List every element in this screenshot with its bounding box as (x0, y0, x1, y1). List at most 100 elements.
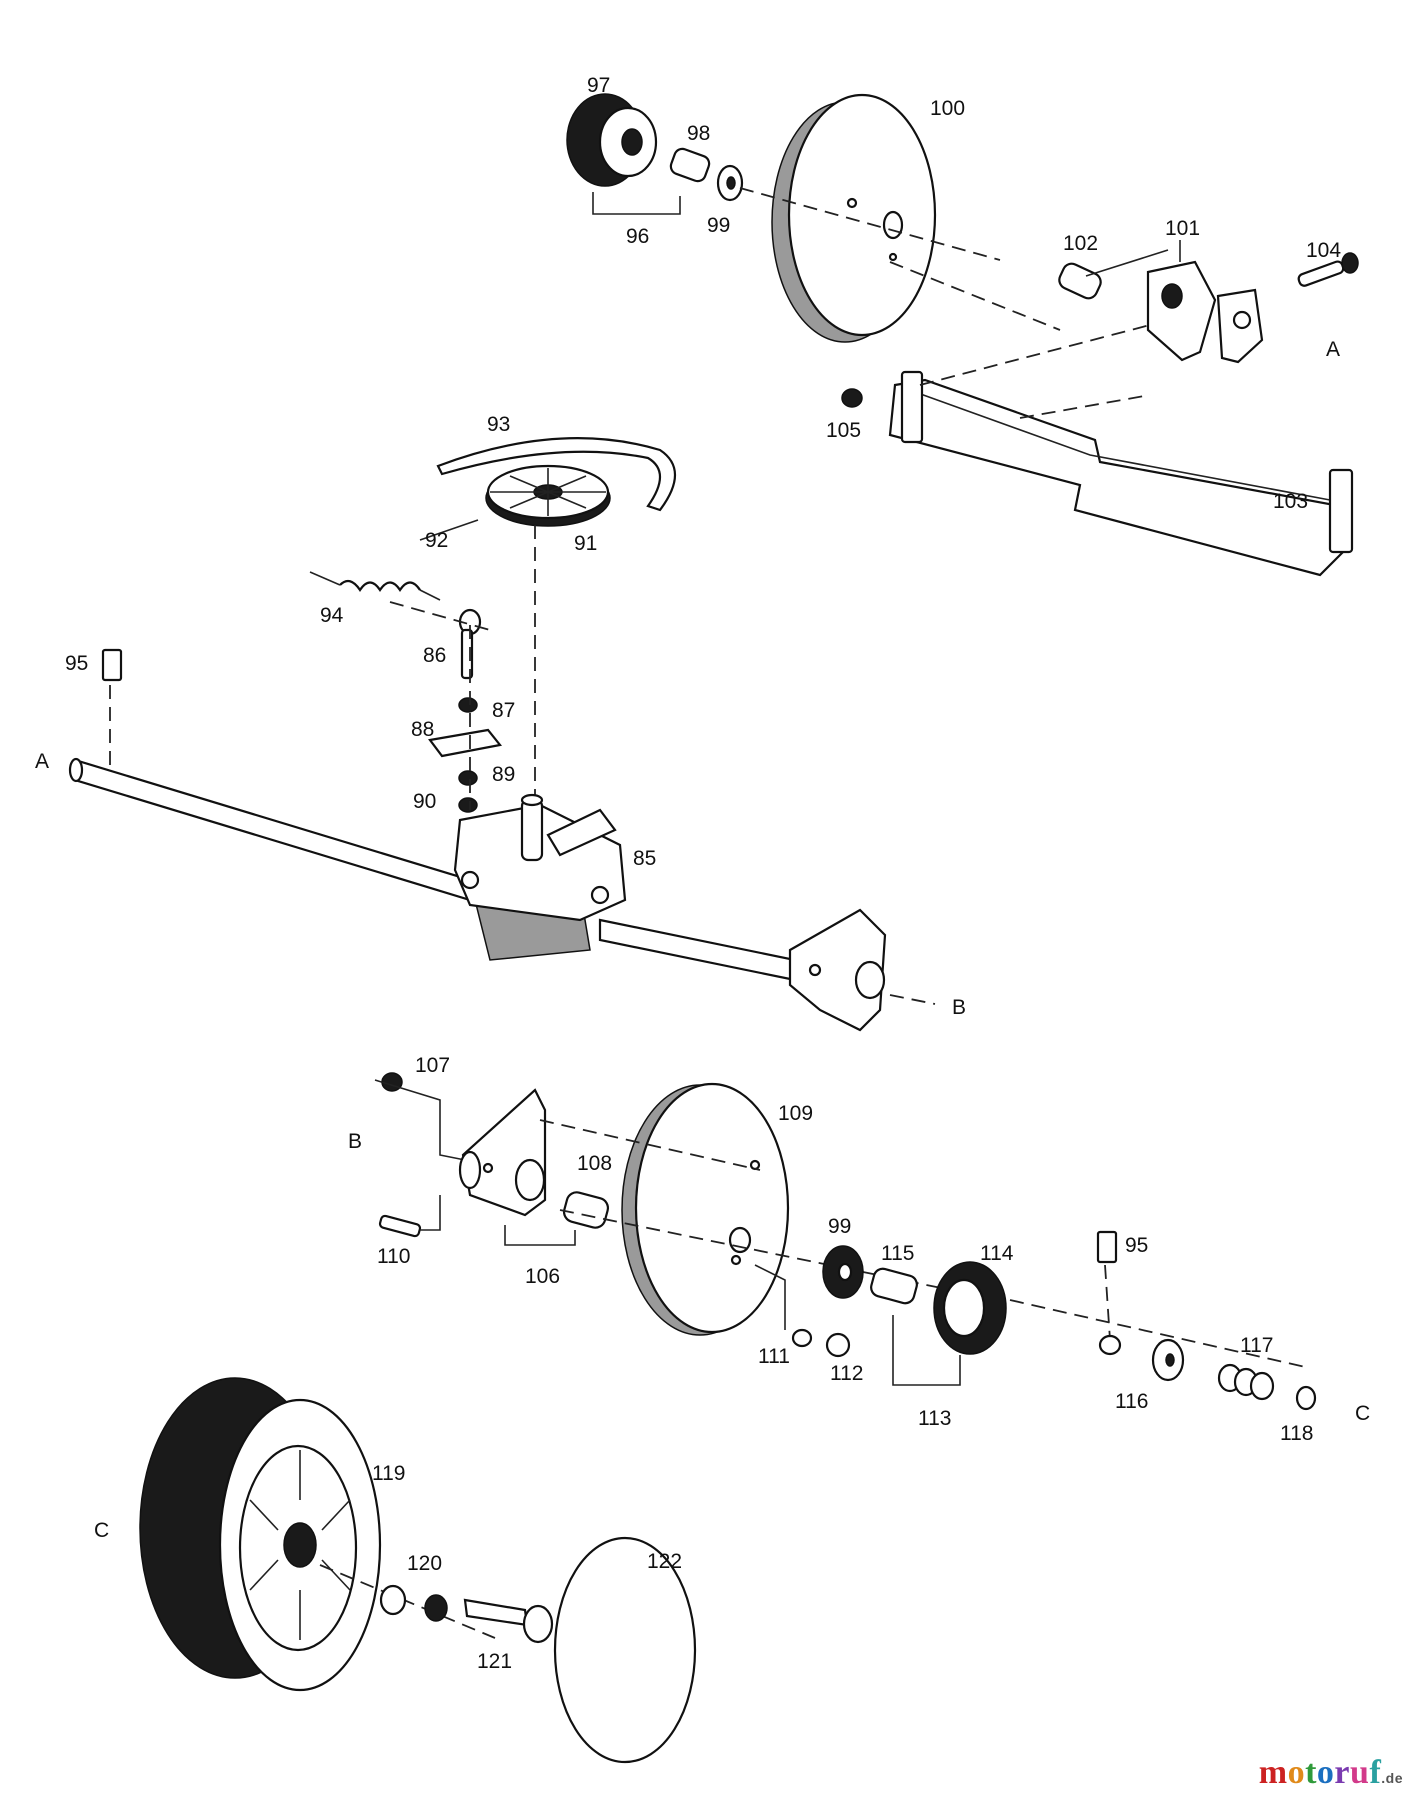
label-109: 109 (778, 1102, 813, 1125)
key-95-left (101, 648, 123, 682)
collar-right (1098, 1334, 1122, 1356)
label-100: 100 (930, 97, 965, 120)
bracket-101 (1146, 260, 1264, 364)
label-88: 88 (411, 718, 434, 741)
label-113: 113 (918, 1407, 951, 1430)
label-98: 98 (687, 122, 710, 145)
ref-c-right: C (1355, 1402, 1370, 1425)
label-96: 96 (626, 225, 649, 248)
washer-116 (1151, 1338, 1185, 1382)
label-90: 90 (413, 790, 436, 813)
label-99-lower: 99 (828, 1215, 851, 1238)
axis-line-lower (559, 1209, 1001, 1301)
label-93: 93 (487, 413, 510, 436)
bolt-121 (463, 1598, 554, 1644)
label-119: 119 (372, 1462, 405, 1485)
ref-a-top: A (1326, 338, 1340, 361)
washers-120 (379, 1584, 448, 1622)
axis-line-plate (539, 1119, 761, 1171)
bolt-104 (1297, 252, 1359, 287)
label-108: 108 (577, 1152, 612, 1175)
label-103: 103 (1273, 490, 1308, 513)
spring-94 (309, 571, 441, 601)
bracket-line-106 (504, 1225, 576, 1246)
label-114: 114 (980, 1242, 1014, 1265)
rubber-87 (458, 697, 478, 713)
motoruf-logo: motoruf.de (1258, 1754, 1403, 1791)
label-94: 94 (320, 604, 344, 627)
label-111: 111 (758, 1345, 790, 1368)
label-122: 122 (647, 1550, 682, 1573)
label-86: 86 (423, 644, 446, 667)
label-120: 120 (407, 1552, 442, 1575)
bolt-110 (378, 1214, 422, 1238)
washer-99-lower (822, 1245, 864, 1299)
label-85: 85 (633, 847, 656, 870)
leader-107 (374, 1079, 466, 1161)
belt-93 (436, 437, 676, 512)
ref-b-right: B (952, 996, 966, 1019)
part-labels: 97 98 96 99 100 102 101 104 105 103 93 9… (65, 74, 1341, 1673)
label-91: 91 (574, 532, 597, 555)
label-97: 97 (587, 74, 610, 97)
label-117: 117 (1240, 1334, 1273, 1357)
axis-line-key2 (1104, 1264, 1111, 1341)
label-115: 115 (881, 1242, 914, 1265)
gearbox-85 (453, 793, 627, 961)
washer-99-top (716, 164, 744, 202)
ref-b-left: B (348, 1130, 362, 1153)
axis-line-b (889, 994, 936, 1005)
wheel-119 (139, 1377, 382, 1692)
plate-88 (428, 728, 503, 758)
label-112: 112 (830, 1362, 863, 1385)
nut-89 (458, 770, 478, 786)
label-95-right: 95 (1125, 1234, 1148, 1257)
bushing-115 (870, 1267, 918, 1305)
plate-106 (458, 1088, 547, 1217)
label-89: 89 (492, 763, 515, 786)
bearing-plate-right (788, 908, 887, 1032)
label-121: 121 (477, 1650, 512, 1673)
nut-105 (841, 388, 863, 408)
label-110: 110 (377, 1245, 410, 1268)
nut-107 (381, 1072, 403, 1092)
ref-a-left: A (35, 750, 49, 773)
axis-line-wheel (319, 1564, 496, 1639)
leader-111 (754, 1264, 786, 1330)
bushing-108 (562, 1191, 610, 1229)
gear-97 (566, 93, 658, 187)
label-92: 92 (425, 529, 448, 552)
axis-line-top (739, 187, 1001, 261)
label-105: 105 (826, 419, 861, 442)
rear-wheel-109 (621, 1082, 790, 1336)
label-95-left: 95 (65, 652, 88, 675)
label-106: 106 (525, 1265, 560, 1288)
bushing-98 (669, 147, 711, 183)
washers-117 (1217, 1363, 1275, 1401)
ref-c-left: C (94, 1519, 109, 1542)
washer-111 (791, 1328, 813, 1348)
axis-line-lower2 (1009, 1299, 1311, 1369)
axis-line-spring (389, 601, 491, 631)
rear-wheel-100 (771, 93, 937, 343)
label-116: 116 (1115, 1390, 1148, 1413)
label-101: 101 (1165, 217, 1200, 240)
bushing-102 (1058, 262, 1102, 300)
leader-110 (420, 1195, 441, 1231)
axis-line-handle (919, 324, 1151, 386)
arm-86 (458, 608, 482, 680)
nut-112 (825, 1332, 851, 1358)
handle-bar-103 (888, 370, 1354, 577)
label-118: 118 (1280, 1422, 1313, 1445)
washer-90 (458, 797, 478, 813)
label-107: 107 (415, 1054, 450, 1077)
label-99-top: 99 (707, 214, 730, 237)
bracket-line-113 (892, 1315, 961, 1386)
leader-102 (1085, 249, 1169, 277)
clip-118 (1295, 1385, 1317, 1411)
hubcap-122 (553, 1536, 697, 1764)
label-87: 87 (492, 699, 515, 722)
label-102: 102 (1063, 232, 1098, 255)
bracket-line-96 (592, 192, 681, 215)
reference-letters: A A B B C C (35, 338, 1370, 1542)
